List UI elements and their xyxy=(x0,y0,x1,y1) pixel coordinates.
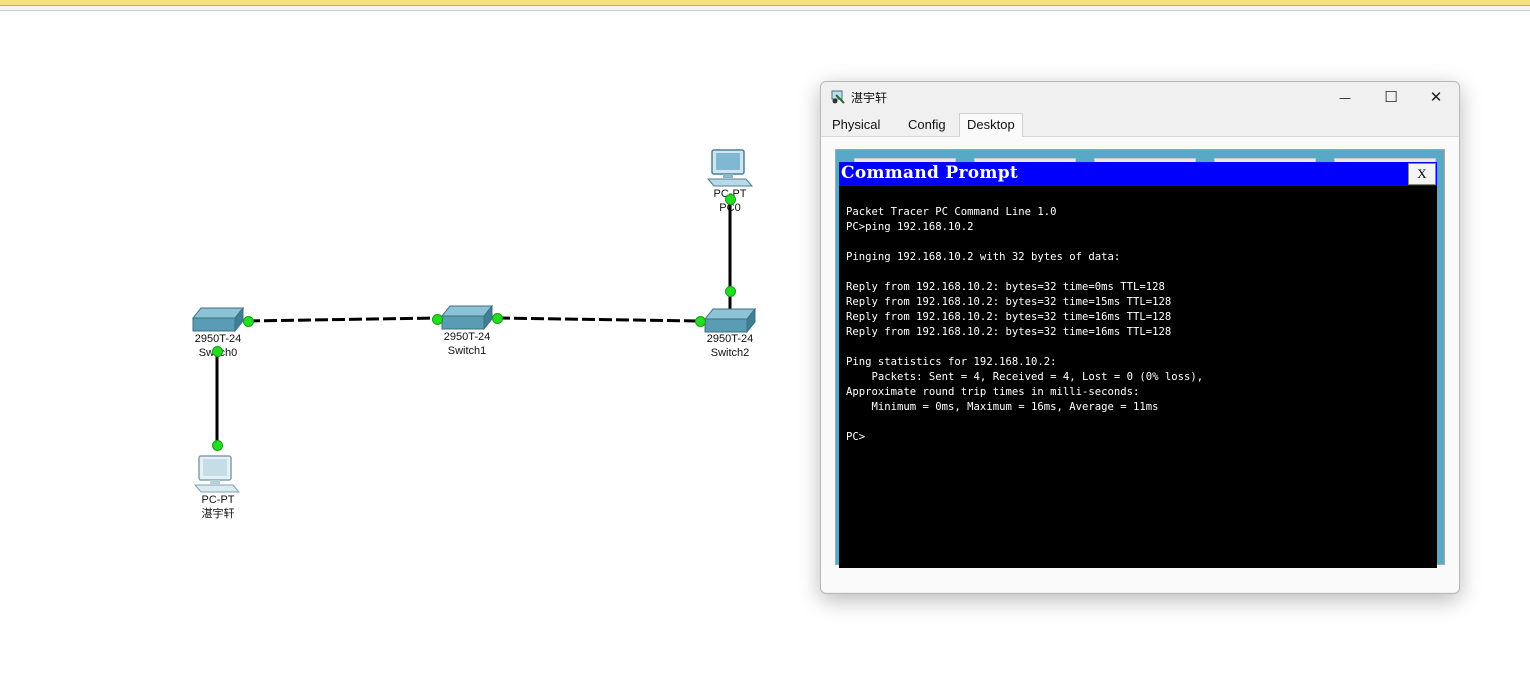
terminal-line: Reply from 192.168.10.2: bytes=32 time=1… xyxy=(846,326,1172,338)
terminal-line: Packet Tracer PC Command Line 1.0 xyxy=(846,206,1057,218)
terminal-line xyxy=(846,415,1203,430)
terminal-line: Reply from 192.168.10.2: bytes=32 time=0… xyxy=(846,281,1165,293)
terminal-line: Approximate round trip times in milli-se… xyxy=(846,386,1140,398)
switch0-model: 2950T-24 xyxy=(194,333,242,345)
desktop-area: Command Prompt X Packet Tracer PC Comman… xyxy=(835,149,1445,568)
switch2-switch-icon[interactable] xyxy=(703,308,757,334)
pc0-name: PC0 xyxy=(719,202,741,214)
switch1-label: 2950T-24 Switch1 xyxy=(417,330,517,358)
close-button[interactable]: ✕ xyxy=(1413,82,1459,112)
close-icon: ✕ xyxy=(1429,88,1443,106)
switch0-switch-icon[interactable] xyxy=(191,307,245,333)
command-prompt-close-button[interactable]: X xyxy=(1408,163,1436,185)
command-prompt-terminal[interactable]: Packet Tracer PC Command Line 1.0 PC>pin… xyxy=(839,186,1437,568)
window-titlebar[interactable]: 湛宇轩 — ☐ ✕ xyxy=(821,82,1459,112)
link-up-dot xyxy=(432,314,443,325)
link-up-dot xyxy=(212,440,223,451)
terminal-prompt: PC> xyxy=(846,431,866,443)
switch2-model: 2950T-24 xyxy=(706,333,754,345)
terminal-line: Reply from 192.168.10.2: bytes=32 time=1… xyxy=(846,296,1172,308)
workspace-canvas[interactable]: PC-PT PC0 2950T-24 Switch0 2950T-24 Swit… xyxy=(0,11,1530,680)
terminal-line: Packets: Sent = 4, Received = 4, Lost = … xyxy=(846,371,1204,383)
switch1-model: 2950T-24 xyxy=(443,331,491,343)
terminal-line xyxy=(846,265,1203,280)
device-window: 湛宇轩 — ☐ ✕ Physical Config Desktop Comman… xyxy=(820,81,1460,594)
link-up-dot xyxy=(695,316,706,327)
packet-tracer-app-icon xyxy=(831,90,845,104)
pc-zhanyuxuan-name: 湛宇轩 xyxy=(201,508,235,520)
tab-desktop[interactable]: Desktop xyxy=(959,113,1023,138)
minimize-button[interactable]: — xyxy=(1322,82,1368,112)
pc-zhanyuxuan-label: PC-PT 湛宇轩 xyxy=(168,493,268,521)
link-up-dot xyxy=(492,313,503,324)
minimize-icon: — xyxy=(1339,91,1351,105)
terminal-line xyxy=(846,235,1203,250)
terminal-line xyxy=(846,340,1203,355)
tab-config[interactable]: Config xyxy=(908,117,946,132)
device-tabs: Physical Config Desktop xyxy=(821,112,1459,138)
maximize-icon: ☐ xyxy=(1384,88,1398,106)
cable-switch1-switch2 xyxy=(496,316,701,323)
switch2-name: Switch2 xyxy=(710,347,750,359)
command-prompt-title: Command Prompt xyxy=(841,163,1019,183)
pc0-computer-icon[interactable] xyxy=(706,148,754,190)
link-up-dot xyxy=(725,286,736,297)
switch1-name: Switch1 xyxy=(447,345,487,357)
tab-physical[interactable]: Physical xyxy=(832,117,881,132)
terminal-line: Pinging 192.168.10.2 with 32 bytes of da… xyxy=(846,251,1121,263)
window-title: 湛宇轩 xyxy=(851,91,888,105)
terminal-output: Packet Tracer PC Command Line 1.0 PC>pin… xyxy=(846,205,1203,445)
pc-zhanyuxuan-computer-icon[interactable] xyxy=(193,454,241,496)
link-up-dot xyxy=(725,194,736,205)
link-up-dot xyxy=(212,346,223,357)
link-up-dot xyxy=(243,316,254,327)
maximize-button[interactable]: ☐ xyxy=(1368,82,1414,112)
top-toolbar-edge xyxy=(0,0,1530,6)
terminal-line: Ping statistics for 192.168.10.2: xyxy=(846,356,1057,368)
terminal-line: Minimum = 0ms, Maximum = 16ms, Average =… xyxy=(846,401,1159,413)
command-prompt-titlebar: Command Prompt X xyxy=(839,162,1437,186)
terminal-line: Reply from 192.168.10.2: bytes=32 time=1… xyxy=(846,311,1172,323)
cable-switch0-switch1 xyxy=(246,316,438,323)
switch2-label: 2950T-24 Switch2 xyxy=(680,332,780,360)
desktop-content: Command Prompt X Packet Tracer PC Comman… xyxy=(821,137,1459,592)
pc-zhanyuxuan-model: PC-PT xyxy=(201,494,235,506)
switch1-switch-icon[interactable] xyxy=(440,305,494,331)
top-toolbar-border xyxy=(0,6,1530,11)
terminal-line: PC>ping 192.168.10.2 xyxy=(846,221,974,233)
